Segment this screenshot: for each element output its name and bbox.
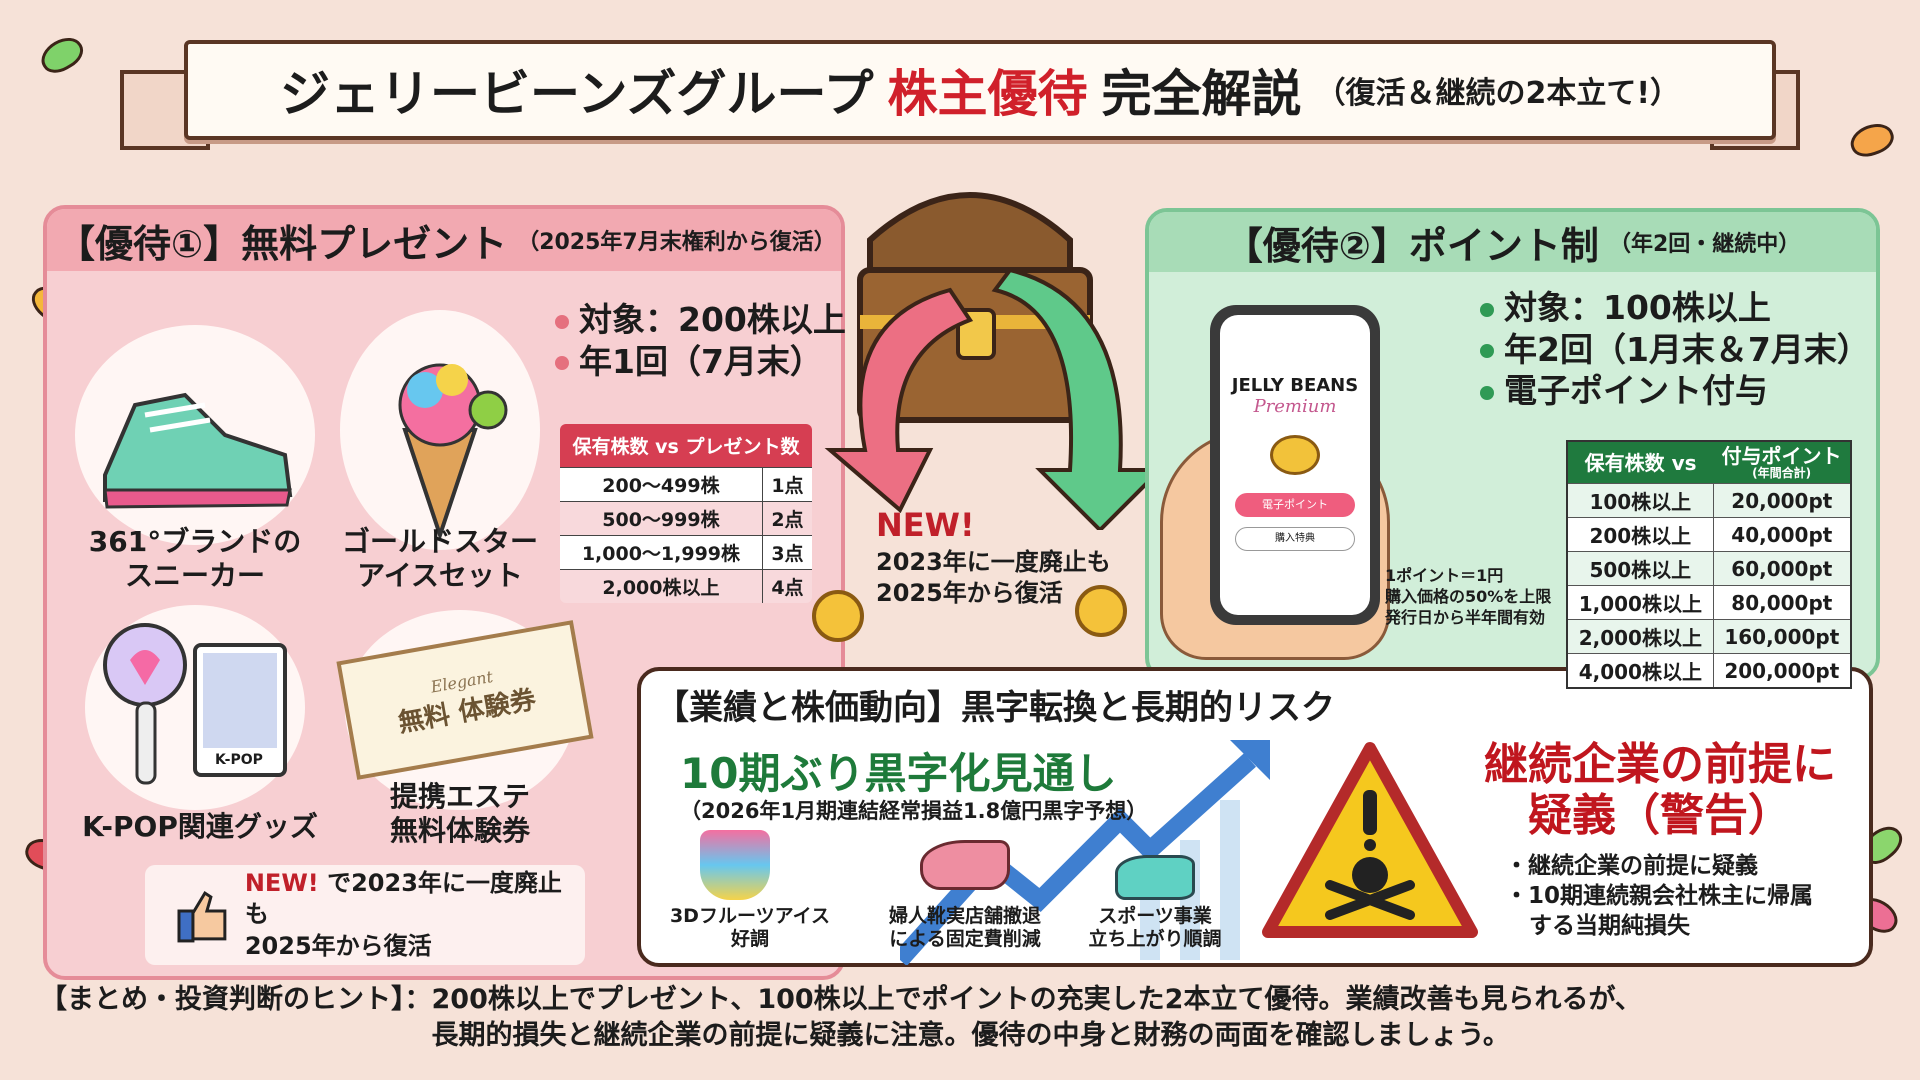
item-kpop-label: K-POP関連グッズ [82, 810, 318, 843]
heels-icon [920, 840, 1010, 890]
item-sneaker-label: 361°ブランドのスニーカー [88, 525, 302, 592]
summary: 【まとめ・投資判断のヒント】： 200株以上でプレゼント、100株以上でポイント… [40, 982, 1900, 1055]
item-voucher-label: 提携エステ無料体験券 [389, 780, 530, 847]
perk2-header: 【優待②】ポイント制 （年2回・継続中） [1149, 212, 1876, 272]
performance-headline: 10期ぶり黒字化見通し [680, 749, 1117, 798]
title-banner: ジェリービーンズグループ 株主優待 完全解説 （復活＆継続の2本立て!） [184, 40, 1776, 140]
phone-sub: Premium [1253, 396, 1337, 417]
perk1-revival-note: NEW! で2023年に一度廃止も 2025年から復活 [145, 865, 585, 965]
present-table-header: 保有株数 vs プレゼント数 [560, 424, 812, 468]
perk2-bullet: 対象：100株以上 [1480, 288, 1870, 328]
summary-line: 200株以上でプレゼント、100株以上でポイントの充実した2本立て優待。業績改善… [431, 984, 1642, 1015]
center-revival-note: NEW! 2023年に一度廃止も 2025年から復活 [876, 506, 1111, 607]
coin-icon [1075, 585, 1127, 637]
title-highlight: 株主優待 [887, 65, 1088, 123]
phone-points-button[interactable]: 電子ポイント [1235, 493, 1355, 517]
warning-title: 継続企業の前提に疑義（警告） [1484, 739, 1836, 841]
ice-cream-icon [340, 310, 540, 550]
perk2-heading-sub: （年2回・継続中） [1608, 232, 1801, 257]
fruit-ice-icon [700, 830, 770, 900]
perk2-bullets: 対象：100株以上 年2回（1月末＆7月末） 電子ポイント付与 [1480, 288, 1870, 413]
points-table-header-left: 保有株数 vs [1567, 441, 1714, 484]
title-rest: 完全解説 [1101, 65, 1302, 123]
thumbs-up-icon [177, 890, 227, 943]
warning-skull-icon [1262, 742, 1478, 938]
perk1-bullet: 年1回（7月末） [555, 342, 846, 382]
smartphone: JELLY BEANS Premium 電子ポイント 購入特典 [1210, 305, 1380, 625]
perk2-heading: 【優待②】ポイント制 [1224, 223, 1599, 268]
factor-label: 婦人靴実店舗撤退による固定費削減 [888, 905, 1041, 950]
factor-label: スポーツ事業立ち上がり順調 [1088, 905, 1222, 950]
performance-heading: 【業績と株価動向】黒字転換と長期的リスク [655, 688, 1335, 728]
phone-secondary-button[interactable]: 購入特典 [1235, 527, 1355, 551]
kpop-card-text: K-POP [215, 752, 263, 768]
sneaker-icon [75, 325, 315, 545]
perk1-header: 【優待①】無料プレゼント （2025年7月末権利から復活） [47, 209, 841, 271]
item-ice-cream-label: ゴールドスターアイスセット [341, 525, 538, 592]
phone-brand: JELLY BEANS [1231, 375, 1359, 396]
perk1-heading-sub: （2025年7月末権利から復活） [517, 230, 836, 255]
perk1-bullets: 対象：200株以上 年1回（7月末） [555, 300, 846, 383]
perk2-bullet: 年2回（1月末＆7月末） [1480, 330, 1870, 370]
voucher-icon: Elegant 無料 体験券 [336, 610, 594, 810]
summary-label: 【まとめ・投資判断のヒント】： [40, 984, 432, 1015]
treasure-chest-icon [824, 192, 1160, 530]
jelly-bean-icon [35, 31, 89, 79]
coin-icon [812, 590, 864, 642]
jelly-bean-icon [1846, 118, 1898, 162]
performance-subline: （2026年1月期連結経常損益1.8億円黒字予想） [680, 799, 1148, 823]
summary-line: 長期的損失と継続企業の前提に疑義に注意。優待の中身と財務の両面を確認しましょう。 [431, 1020, 1510, 1052]
kpop-goods-icon: K-POP [85, 605, 305, 810]
sport-shoe-icon [1115, 855, 1195, 900]
factor-label: 3Dフルーツアイス好調 [669, 905, 831, 950]
title-sub: （復活＆継続の2本立て!） [1315, 76, 1681, 111]
warning-bullets: ・継続企業の前提に疑義 ・10期連続親会社株主に帰属 する当期純損失 [1505, 853, 1814, 939]
perk2-bullet: 電子ポイント付与 [1480, 371, 1870, 411]
coins-icon [1270, 435, 1320, 475]
perk1-bullet: 対象：200株以上 [555, 300, 846, 340]
perk1-heading: 【優待①】無料プレゼント [57, 221, 508, 266]
point-notes: 1ポイント＝1円購入価格の50%を上限発行日から半年間有効 [1385, 566, 1552, 627]
title-main: ジェリービーンズグループ [279, 65, 874, 123]
performance-panel [637, 667, 1873, 967]
points-table-header-right: 付与ポイント(年間合計) [1713, 441, 1851, 484]
